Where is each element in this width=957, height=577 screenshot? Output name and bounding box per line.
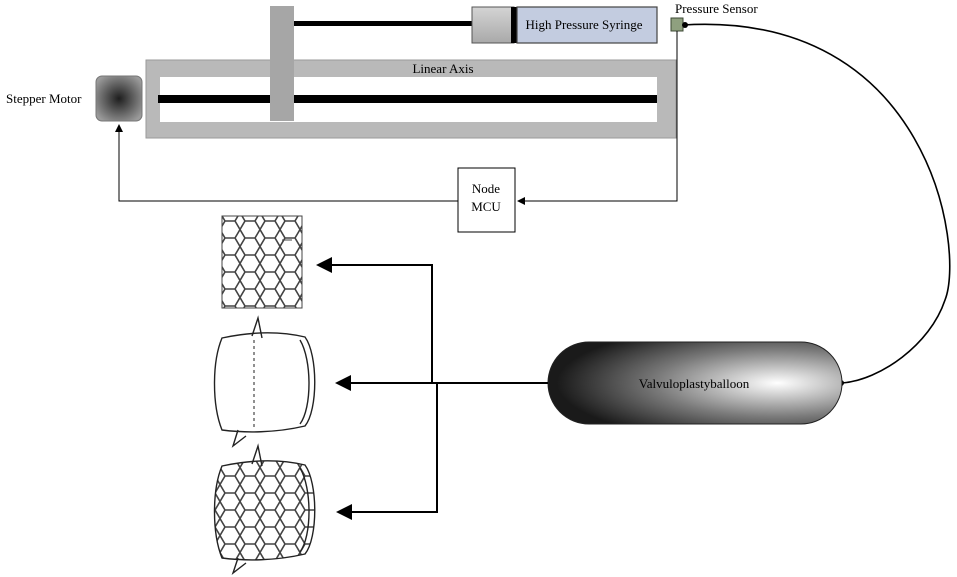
syringe-body [516, 6, 658, 44]
linear-axis-carriage [270, 6, 294, 121]
linear-axis-label: Linear Axis [412, 61, 473, 76]
pressure-sensor [670, 17, 684, 32]
pressure-tube [682, 23, 951, 384]
syringe-plunger-rod [294, 21, 472, 26]
syringe-plunger-seal [511, 7, 517, 43]
node-mcu-label-line2: MCU [471, 199, 501, 214]
syringe [294, 6, 658, 44]
linear-axis-frame [145, 6, 677, 139]
valve-icon [213, 315, 316, 448]
node-mcu-label-line1: Node [472, 181, 500, 196]
tube-end-cap [682, 22, 688, 28]
stent-icon [221, 215, 303, 309]
stepper-motor-icon [95, 75, 143, 122]
node-mcu-box [457, 167, 516, 233]
syringe-plunger [471, 6, 515, 44]
sensor-to-mcu-connector [517, 31, 678, 205]
balloon-label: Valvuloplastyballoon [639, 376, 750, 391]
linear-axis-rod [158, 95, 657, 103]
mcu-to-motor-connector [115, 124, 458, 202]
balloon-to-devices-connector [316, 257, 548, 520]
stented-valve-icon [213, 443, 316, 575]
syringe-label: High Pressure Syringe [526, 17, 643, 32]
pressure-sensor-label: Pressure Sensor [675, 1, 758, 16]
stepper-motor-label: Stepper Motor [6, 91, 82, 106]
